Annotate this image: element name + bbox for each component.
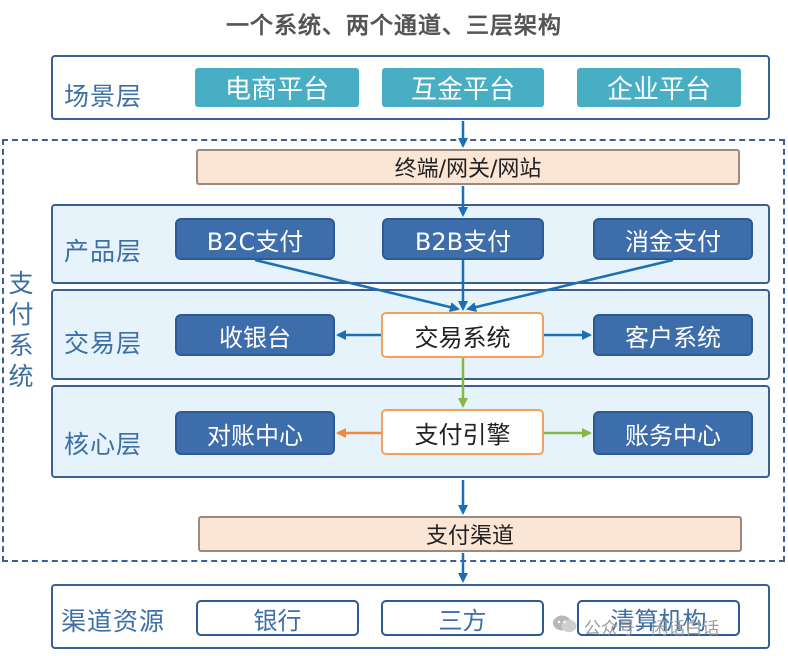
resource-clearing-institution: 清算机构 bbox=[577, 600, 740, 636]
scene-item-enterprise: 企业平台 bbox=[577, 68, 741, 107]
channel-resource-label: 渠道资源 bbox=[61, 607, 166, 636]
core-layer-label: 核心层 bbox=[64, 430, 143, 459]
side-label: 支 付 系 统 bbox=[5, 268, 37, 392]
product-b2b-payment: B2B支付 bbox=[382, 218, 544, 260]
payment-channel-bar: 支付渠道 bbox=[198, 516, 742, 552]
watermark: 公众号 · 闲话白话 bbox=[552, 614, 719, 639]
trade-system-box: 交易系统 bbox=[381, 312, 544, 358]
side-label-char: 系 bbox=[8, 331, 34, 360]
payment-system-boundary bbox=[2, 139, 785, 562]
resource-third-party: 三方 bbox=[381, 600, 544, 636]
scene-layer-label: 场景层 bbox=[64, 82, 143, 111]
product-consumer-finance-payment: 消金支付 bbox=[593, 218, 753, 260]
product-layer-label: 产品层 bbox=[64, 237, 143, 266]
customer-system-box: 客户系统 bbox=[593, 314, 753, 356]
reconciliation-center-box: 对账中心 bbox=[175, 411, 335, 455]
resource-bank: 银行 bbox=[196, 600, 359, 636]
arrow-consumer-to-trade bbox=[466, 258, 674, 313]
scene-item-ecommerce: 电商平台 bbox=[195, 68, 359, 107]
cashier-box: 收银台 bbox=[175, 314, 335, 356]
watermark-text: 公众号 · 闲话白话 bbox=[584, 619, 720, 639]
diagram-title: 一个系统、两个通道、三层架构 bbox=[226, 13, 562, 39]
payment-engine-box: 支付引擎 bbox=[381, 409, 544, 455]
side-label-char: 付 bbox=[8, 300, 34, 329]
product-b2c-payment: B2C支付 bbox=[175, 218, 335, 260]
trade-layer-label: 交易层 bbox=[64, 329, 143, 358]
side-label-char: 支 bbox=[8, 269, 34, 298]
wechat-icon bbox=[552, 614, 578, 639]
arrow-b2c-to-trade bbox=[254, 258, 460, 312]
accounting-center-box: 账务中心 bbox=[593, 411, 753, 455]
side-label-char: 统 bbox=[8, 362, 34, 391]
gateway-bar: 终端/网关/网站 bbox=[196, 149, 740, 185]
scene-item-fintech: 互金平台 bbox=[382, 68, 544, 107]
